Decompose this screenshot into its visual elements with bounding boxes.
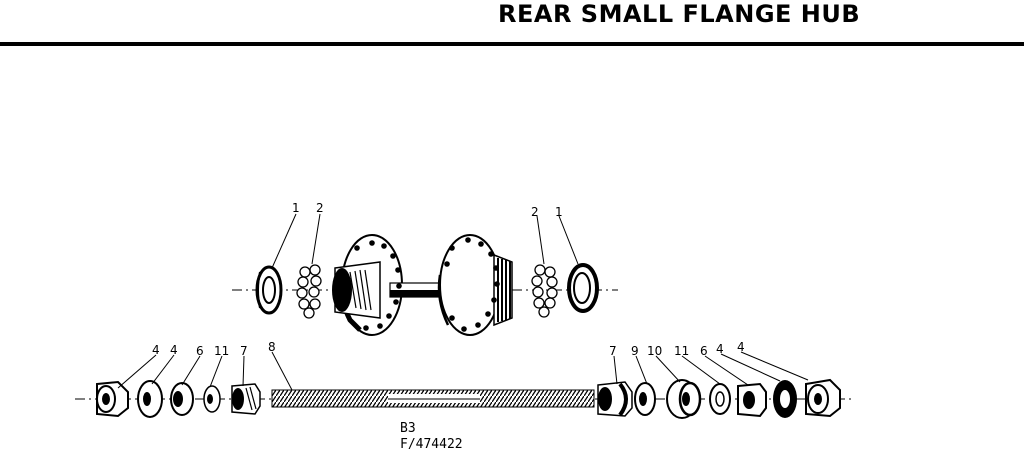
left-washer bbox=[137, 380, 163, 418]
left-ball-bearings bbox=[296, 264, 322, 319]
right-axle-nut bbox=[805, 378, 841, 418]
right-spacer-11 bbox=[709, 383, 731, 415]
callout-hub-left-1: 1 bbox=[292, 201, 300, 215]
callout-axle-right-9: 9 bbox=[631, 344, 639, 358]
axle-assembly: 4 4 6 11 7 8 7 9 10 11 6 4 4 bbox=[75, 340, 855, 419]
left-spacer bbox=[203, 385, 221, 413]
right-ball-bearings bbox=[531, 264, 558, 318]
left-dust-cap bbox=[255, 265, 283, 315]
hub-leader-lines bbox=[271, 213, 579, 269]
callout-axle-right-7: 7 bbox=[609, 344, 617, 358]
callout-axle-right-4a: 4 bbox=[716, 342, 724, 356]
model-code: B3 bbox=[400, 421, 416, 436]
right-spacer-10 bbox=[666, 379, 702, 419]
callout-axle-left-8: 8 bbox=[268, 340, 276, 354]
callout-axle-left-7: 7 bbox=[240, 344, 248, 358]
left-locknut bbox=[170, 382, 194, 416]
callout-axle-left-4b: 4 bbox=[170, 343, 178, 357]
callout-axle-right-11: 11 bbox=[674, 344, 689, 358]
left-axle-nut bbox=[96, 380, 129, 418]
hub-assembly: 1 2 2 1 bbox=[232, 201, 618, 336]
callout-axle-right-4b: 4 bbox=[737, 340, 745, 354]
right-washer-9 bbox=[634, 382, 656, 416]
callout-hub-left-2: 2 bbox=[316, 201, 324, 215]
callout-axle-left-4a: 4 bbox=[152, 343, 160, 357]
axle bbox=[271, 389, 595, 408]
axle-leader-lines bbox=[117, 351, 809, 391]
right-locknut bbox=[737, 382, 767, 418]
callout-axle-right-10: 10 bbox=[647, 344, 662, 358]
hub-body bbox=[332, 234, 513, 336]
right-dust-cap bbox=[567, 263, 599, 313]
diagram-title: REAR SMALL FLANGE HUB bbox=[498, 0, 861, 28]
callout-axle-right-6: 6 bbox=[700, 344, 708, 358]
callout-hub-right-2: 2 bbox=[531, 205, 539, 219]
callout-hub-right-1: 1 bbox=[555, 205, 563, 219]
right-cone bbox=[597, 381, 633, 417]
callout-axle-left-11: 11 bbox=[214, 344, 229, 358]
callout-axle-left-6: 6 bbox=[196, 344, 204, 358]
left-cone bbox=[231, 383, 261, 415]
right-washer bbox=[773, 380, 797, 418]
title-rule bbox=[0, 42, 1024, 46]
part-number: F/474422 bbox=[400, 437, 463, 452]
